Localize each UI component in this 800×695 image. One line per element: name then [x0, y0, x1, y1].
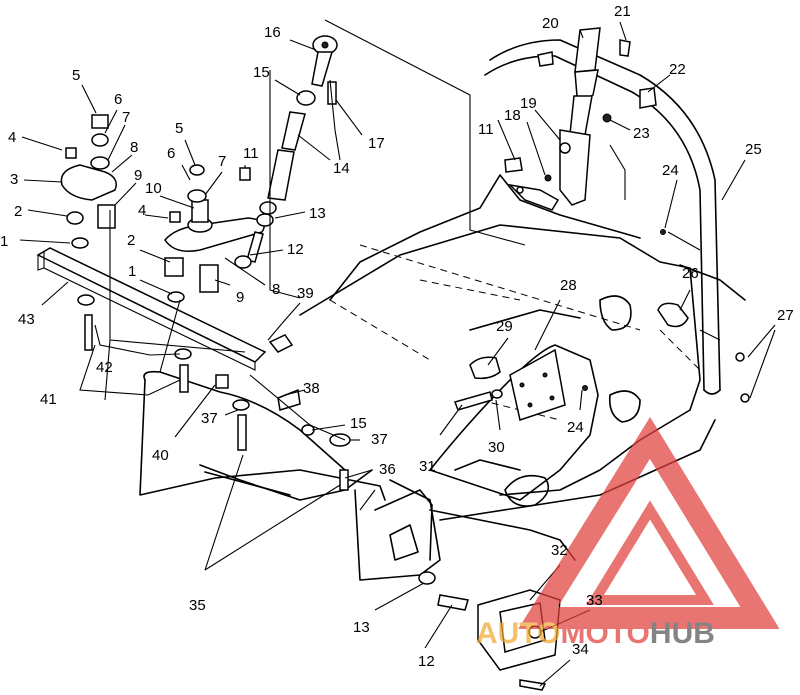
callout-37-a: 37	[201, 410, 218, 427]
callout-27: 27	[777, 307, 794, 324]
callout-24-a: 24	[662, 162, 679, 179]
callout-34: 34	[572, 641, 589, 658]
callout-4-a: 4	[8, 129, 16, 146]
callout-4-b: 4	[138, 202, 146, 219]
support-bar	[36, 247, 351, 491]
callout-13-b: 13	[353, 619, 370, 636]
callout-39: 39	[297, 285, 314, 302]
callout-9-a: 9	[134, 167, 142, 184]
steering-arm-left	[60, 114, 117, 249]
alignment-lines	[104, 19, 721, 511]
callout-36: 36	[379, 461, 396, 478]
watermark-triangle	[518, 417, 780, 629]
callout-5-b: 5	[175, 120, 183, 137]
callout-8-b: 8	[272, 281, 280, 298]
callout-2-b: 2	[127, 232, 135, 249]
callout-12-b: 12	[418, 653, 435, 670]
callout-11-b: 11	[478, 121, 494, 138]
callout-2-a: 2	[14, 203, 22, 220]
steering-column	[504, 27, 666, 235]
callout-32: 32	[551, 542, 568, 559]
callout-9-b: 9	[236, 289, 244, 306]
callout-18: 18	[504, 107, 521, 124]
callout-30: 30	[488, 439, 505, 456]
callout-22: 22	[669, 61, 686, 78]
callout-15-a: 15	[253, 64, 270, 81]
leader-lines	[19, 21, 776, 687]
callout-19: 19	[520, 95, 537, 112]
callout-7-a: 7	[122, 109, 130, 126]
callout-3: 3	[10, 171, 18, 188]
watermark-hub: HUB	[650, 617, 715, 650]
tie-rod-assembly	[259, 35, 338, 215]
callout-8-a: 8	[130, 139, 138, 156]
callout-37-b: 37	[371, 431, 388, 448]
callout-17: 17	[368, 135, 385, 152]
callout-1-a: 1	[0, 233, 8, 250]
svg-text:AUTOMOTOHUB: AUTOMOTOHUB	[476, 617, 715, 650]
callout-31: 31	[419, 458, 436, 475]
callout-14: 14	[333, 160, 350, 177]
callout-labels: 1 1 2 2 3 4 4 5 5 6 6 7 7 8 8 9 9 10 11 …	[0, 3, 794, 670]
callout-26: 26	[682, 265, 699, 282]
watermark-auto: AUTO	[476, 617, 560, 650]
callout-6-b: 6	[167, 145, 175, 162]
watermark-moto: MOTO	[560, 617, 649, 650]
callout-16: 16	[264, 24, 281, 41]
mounting-plates	[418, 302, 689, 691]
callout-29: 29	[496, 318, 513, 335]
automotohub-watermark: AUTOMOTOHUB	[476, 417, 780, 650]
callout-6-a: 6	[114, 91, 122, 108]
callout-33: 33	[586, 592, 603, 609]
callout-24-b: 24	[567, 419, 584, 436]
callout-40: 40	[152, 447, 169, 464]
callout-21: 21	[614, 3, 631, 20]
callout-1-b: 1	[128, 263, 136, 280]
callout-28: 28	[560, 277, 577, 294]
callout-12-a: 12	[287, 241, 304, 258]
callout-42: 42	[96, 359, 113, 376]
callout-38: 38	[303, 380, 320, 397]
callout-7-b: 7	[218, 153, 226, 170]
callout-43: 43	[18, 311, 35, 328]
callout-25: 25	[745, 141, 762, 158]
callout-13-a: 13	[309, 205, 326, 222]
callout-20: 20	[542, 15, 559, 32]
callout-41: 41	[40, 391, 57, 408]
callout-35: 35	[189, 597, 206, 614]
callout-23: 23	[633, 125, 650, 142]
frame-tube	[484, 39, 750, 403]
callout-10: 10	[145, 180, 162, 197]
callout-15-b: 15	[350, 415, 367, 432]
callout-5-a: 5	[72, 67, 80, 84]
callout-11-a: 11	[243, 145, 259, 162]
